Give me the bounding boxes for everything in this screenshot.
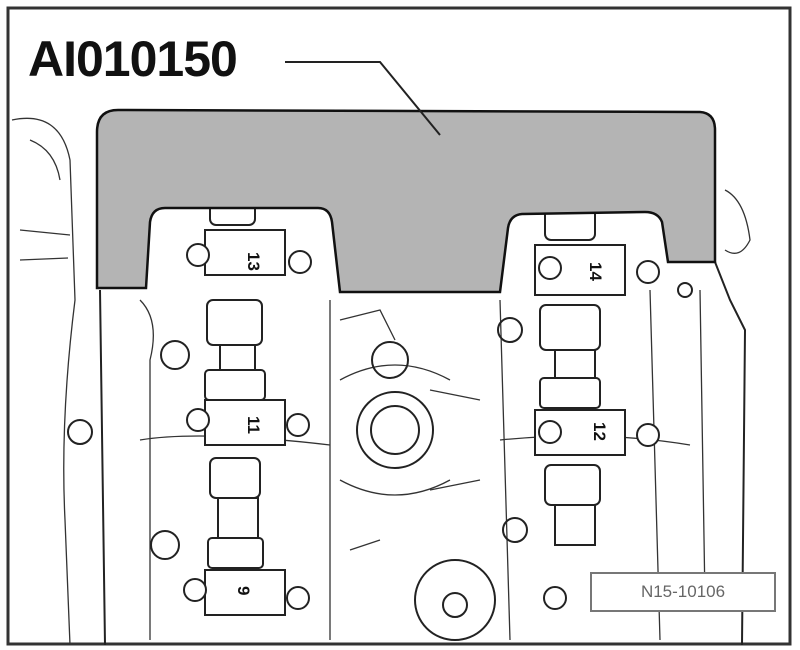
cylinder-head-outline xyxy=(11,117,751,646)
cap-number-12: 12 xyxy=(590,422,609,441)
camshaft-left xyxy=(204,184,286,616)
camshaft-right xyxy=(534,204,626,546)
callout-leader-line xyxy=(285,61,441,136)
camshaft-locking-plate xyxy=(95,108,717,294)
cap-number-13: 13 xyxy=(244,252,263,271)
cap-number-11: 11 xyxy=(244,416,263,434)
cap-number-9: 9 xyxy=(234,586,253,595)
cap-number-14: 14 xyxy=(586,262,605,281)
reference-label: N15-10106 xyxy=(590,572,776,612)
callout-label: AI010150 xyxy=(28,31,238,87)
bearing-cap-bolts xyxy=(183,243,660,610)
center-bore xyxy=(356,391,434,469)
frame-border xyxy=(6,6,792,646)
